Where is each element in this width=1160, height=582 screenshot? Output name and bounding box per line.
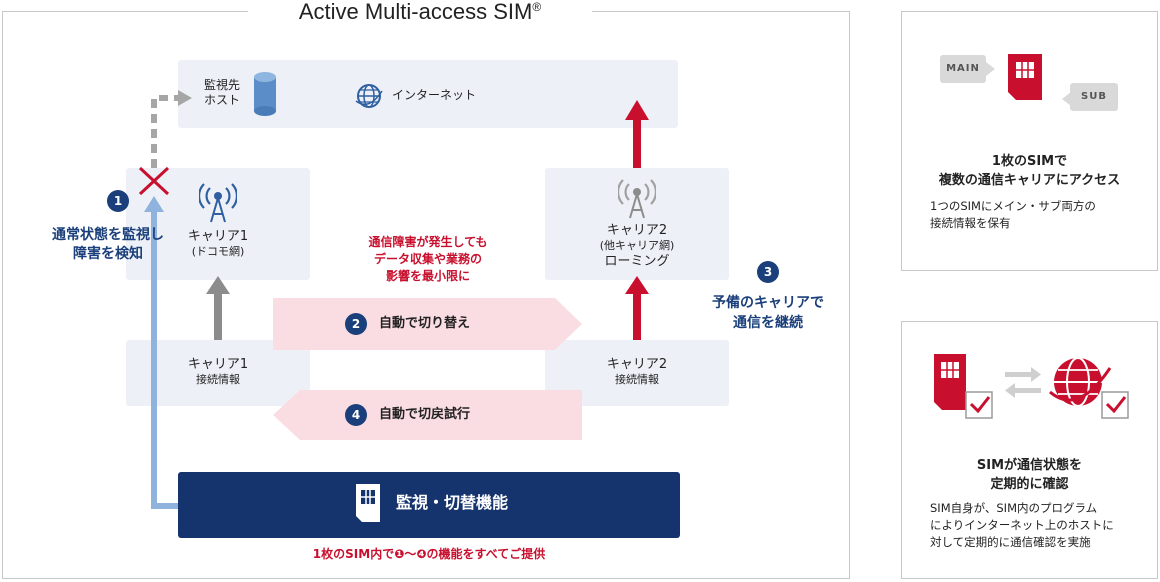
globe-check-icon: [1049, 357, 1129, 419]
panel-periodic-check: SIMが通信状態を定期的に確認 SIM自身が、SIM内のプログラムによりインター…: [901, 321, 1158, 579]
gray-arrow-shaft: [214, 292, 222, 340]
dashed-arrowhead: [178, 90, 192, 106]
main-tag: MAIN: [940, 55, 986, 83]
sim-card-icon-bar: [356, 484, 380, 522]
red-arrowhead-lower: [625, 276, 649, 294]
globe-icon: [355, 84, 383, 108]
diagram-title: Active Multi-access SIM®: [298, 0, 542, 24]
title-wrap: Active Multi-access SIM®: [248, 0, 592, 24]
step3-number: 3: [757, 261, 779, 283]
carrier1-title: キャリア1 (ドコモ網): [187, 229, 249, 258]
panel2-text: SIM自身が、SIM内のプログラムによりインターネット上のホストに対して定期的に…: [930, 501, 1114, 549]
exchange-arrows-icon: [1005, 367, 1041, 398]
monitor-host-label: 監視先ホスト: [203, 78, 240, 107]
revert-arrow: [273, 390, 582, 440]
step4-number: 4: [345, 404, 367, 426]
sim-card-icon-red: [1008, 54, 1042, 100]
step1-number: 1: [107, 190, 129, 212]
bottom-note: 1枚のSIM内で❶〜❹の機能をすべてご提供: [312, 547, 546, 561]
step1-text: 通常状態を監視し障害を検知: [52, 227, 164, 262]
sim-card-check-icon: [934, 354, 993, 419]
panel1-title: 1枚のSIMで複数の通信キャリアにアクセス: [938, 154, 1121, 188]
switch-arrow: [273, 298, 582, 350]
step2-label: 自動で切り替え: [379, 316, 471, 331]
red-arrow-shaft-upper: [633, 118, 641, 168]
red-arrowhead-upper: [625, 100, 649, 120]
carrier2-conn-label: キャリア2 接続情報: [606, 357, 668, 386]
database-icon: [254, 72, 276, 116]
failure-x-2: [138, 166, 170, 196]
main-tag-pointer: [986, 62, 995, 76]
dashed-monitor-path: [151, 95, 178, 168]
center-note: 通信障害が発生してもデータ収集や業務の影響を最小限に: [368, 235, 488, 283]
carrier2-title: キャリア2 (他キャリア網) ローミング: [599, 223, 675, 269]
step4-label: 自動で切戻試行: [379, 407, 471, 422]
flow-arrows: [138, 90, 649, 509]
panel-multi-carrier: MAIN SUB 1枚のSIMで複数の通信キャリアにアクセス 1つのSIMにメイ…: [901, 11, 1158, 271]
panel2-title: SIMが通信状態を定期的に確認: [976, 458, 1083, 492]
carrier1-conn-label: キャリア1 接続情報: [187, 357, 249, 386]
carrier2-box: [545, 168, 729, 280]
antenna-icon-carrier2: [618, 179, 656, 219]
panel1-text: 1つのSIMにメイン・サブ両方の接続情報を保有: [930, 199, 1096, 230]
monitor-switch-label: 監視・切替機能: [396, 493, 509, 512]
step3-text: 予備のキャリアで通信を継続: [712, 295, 824, 331]
monitor-switch-bar: [178, 472, 680, 538]
sub-tag-pointer: [1062, 92, 1071, 106]
gray-arrowhead: [206, 276, 230, 294]
monitor-line: [151, 210, 178, 509]
antenna-icon-carrier1: [199, 183, 237, 223]
monitor-arrowhead: [144, 196, 164, 212]
sub-tag: SUB: [1070, 83, 1118, 111]
step2-number: 2: [345, 313, 367, 335]
red-arrow-shaft-lower: [633, 292, 641, 340]
internet-label: インターネット: [392, 88, 477, 102]
